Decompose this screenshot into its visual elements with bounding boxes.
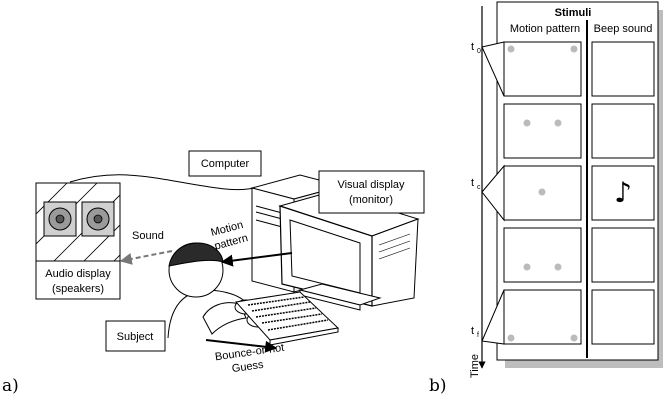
col-beep-header: Beep sound xyxy=(594,23,653,35)
guess-sublabel: Guess xyxy=(231,359,265,375)
beep-note-icon: ♪ xyxy=(614,176,632,209)
speakers-icon xyxy=(35,182,121,262)
tf-label: t xyxy=(471,325,474,337)
beep-frame-2 xyxy=(591,103,655,159)
col-motion-header: Motion pattern xyxy=(510,23,580,35)
motion-arrow xyxy=(220,252,293,267)
motion-frames xyxy=(503,41,582,345)
ball xyxy=(554,119,562,127)
monitor-icon xyxy=(278,191,420,311)
balls xyxy=(507,45,578,342)
beep-frames xyxy=(591,41,655,345)
ball xyxy=(507,334,515,342)
motion-frame-1 xyxy=(503,41,582,97)
audio-display-label: Audio display xyxy=(45,268,111,280)
subject-label: Subject xyxy=(117,331,154,343)
panel-b-label: b) xyxy=(429,376,447,396)
tc-label: t xyxy=(471,177,474,189)
beep-frame-1 xyxy=(591,41,655,97)
stimuli-title: Stimuli xyxy=(555,7,592,19)
panel-a-setup: Computer Audio display (speakers) xyxy=(2,150,425,396)
ball xyxy=(538,188,546,196)
ball xyxy=(507,45,515,53)
panel-b-stimuli: Stimuli Motion pattern Beep sound xyxy=(429,1,663,396)
ball xyxy=(570,334,578,342)
guess-arrow xyxy=(205,339,278,353)
tf-sub: f xyxy=(477,332,479,339)
motion-frame-2 xyxy=(503,103,582,159)
motion-frame-4 xyxy=(503,227,582,283)
beep-frame-5 xyxy=(591,289,655,345)
ball xyxy=(570,45,578,53)
panel-a-label: a) xyxy=(2,376,19,396)
keyboard-icon xyxy=(235,291,340,346)
ball xyxy=(523,119,531,127)
t0-sub: 0 xyxy=(477,48,481,55)
audio-cable xyxy=(69,174,256,191)
beep-frame-3 xyxy=(591,165,655,221)
time-axis-label: Time xyxy=(469,354,481,378)
visual-display-sublabel: (monitor) xyxy=(349,194,393,206)
audio-display-sublabel: (speakers) xyxy=(52,283,104,295)
visual-display-label: Visual display xyxy=(337,179,405,191)
sound-arrow xyxy=(119,250,173,265)
motion-frame-5 xyxy=(503,289,582,345)
sound-label: Sound xyxy=(132,230,164,242)
computer-label: Computer xyxy=(201,158,250,170)
ball xyxy=(554,263,562,271)
tc-sub: c xyxy=(477,184,481,191)
subject-figure xyxy=(167,242,270,339)
ball xyxy=(523,263,531,271)
t0-label: t xyxy=(471,41,474,53)
beep-frame-4 xyxy=(591,227,655,283)
